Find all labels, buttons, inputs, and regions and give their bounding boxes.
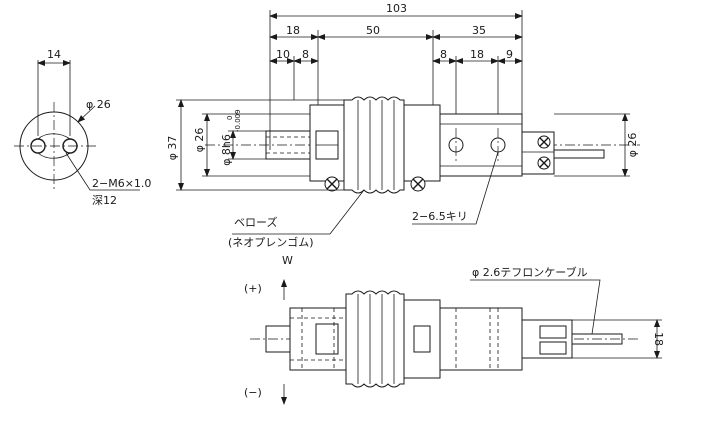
bellows-label: ベローズ bbox=[234, 215, 277, 229]
bottom-cable bbox=[571, 333, 623, 345]
screw-left-slot-b bbox=[326, 178, 338, 190]
plus-direction-label: (+) bbox=[244, 282, 262, 295]
holes-label: 2−6.5キリ bbox=[412, 210, 468, 223]
load-direction-label: W bbox=[282, 254, 293, 267]
dim-8-right-text: 8 bbox=[440, 48, 447, 61]
screw-right-slot-b bbox=[412, 178, 424, 190]
side-view bbox=[205, 96, 640, 194]
bottom-sensor-body bbox=[439, 307, 523, 371]
bottom-center-body bbox=[403, 299, 441, 379]
bottom-connector-screw-bottom bbox=[539, 341, 567, 355]
dim-14-text: 14 bbox=[47, 48, 61, 61]
dia-37-text: φ 37 bbox=[166, 136, 179, 161]
connector-screw-top-b bbox=[539, 137, 549, 147]
sensor-body bbox=[439, 113, 523, 177]
top-dimensions: 103 18 50 35 10 8 8 18 9 bbox=[269, 2, 523, 150]
cable-label: φ 2.6テフロンケーブル bbox=[472, 265, 588, 279]
dim-9-text: 9 bbox=[506, 48, 513, 61]
bellows-leader bbox=[232, 189, 365, 235]
connector-screw-bottom-b bbox=[539, 158, 549, 168]
hole-link-upper bbox=[37, 133, 71, 140]
dim-103-text: 103 bbox=[386, 2, 407, 15]
side-view-callouts: ベローズ (ネオプレンゴム) 2−6.5キリ bbox=[228, 151, 499, 249]
dia-26-text: φ 26 bbox=[193, 128, 206, 153]
dim-50-text: 50 bbox=[366, 24, 380, 37]
dim-35-text: 35 bbox=[472, 24, 486, 37]
cable-leader bbox=[470, 279, 601, 335]
center-body bbox=[403, 104, 441, 182]
thread-depth-text: 深12 bbox=[92, 194, 117, 207]
bottom-center-slot bbox=[413, 325, 431, 353]
dim-end-dia-text: φ 26 bbox=[86, 98, 111, 111]
shaft-tol-upper: 0 bbox=[226, 116, 234, 120]
dim-end-dia-leader bbox=[77, 105, 96, 123]
dim-18-bottom-text: 18 bbox=[652, 332, 665, 346]
holes-leader bbox=[412, 151, 499, 225]
dim-18-text: 18 bbox=[286, 24, 300, 37]
bellows-material-label: (ネオプレンゴム) bbox=[228, 235, 314, 249]
bottom-view: 18 φ 2.6テフロンケーブル W (+) (−) bbox=[244, 254, 665, 405]
shaft-tol-lower: -0.009 bbox=[234, 109, 242, 132]
end-view: 14 φ 26 2−M6×1.0 深12 bbox=[14, 48, 151, 207]
thread-leader bbox=[65, 152, 140, 191]
bellows bbox=[343, 96, 405, 194]
minus-direction-label: (−) bbox=[244, 386, 262, 399]
side-view-diameters: φ 37 φ 26 φ 8h6 0 -0.009 φ 26 bbox=[166, 99, 639, 191]
bottom-bellows bbox=[345, 290, 405, 388]
thread-spec-text: 2−M6×1.0 bbox=[92, 177, 151, 190]
cable bbox=[553, 149, 605, 159]
dia-right-text: φ 26 bbox=[626, 133, 639, 158]
bottom-flange-slot bbox=[315, 323, 339, 355]
dim-18-right-text: 18 bbox=[470, 48, 484, 61]
dim-10-text: 10 bbox=[276, 48, 290, 61]
bottom-connector-screw-top bbox=[539, 325, 567, 339]
bottom-connector bbox=[521, 319, 573, 359]
shaft-dia-text: φ 8h6 bbox=[220, 134, 233, 166]
dim-8-left-text: 8 bbox=[302, 48, 309, 61]
